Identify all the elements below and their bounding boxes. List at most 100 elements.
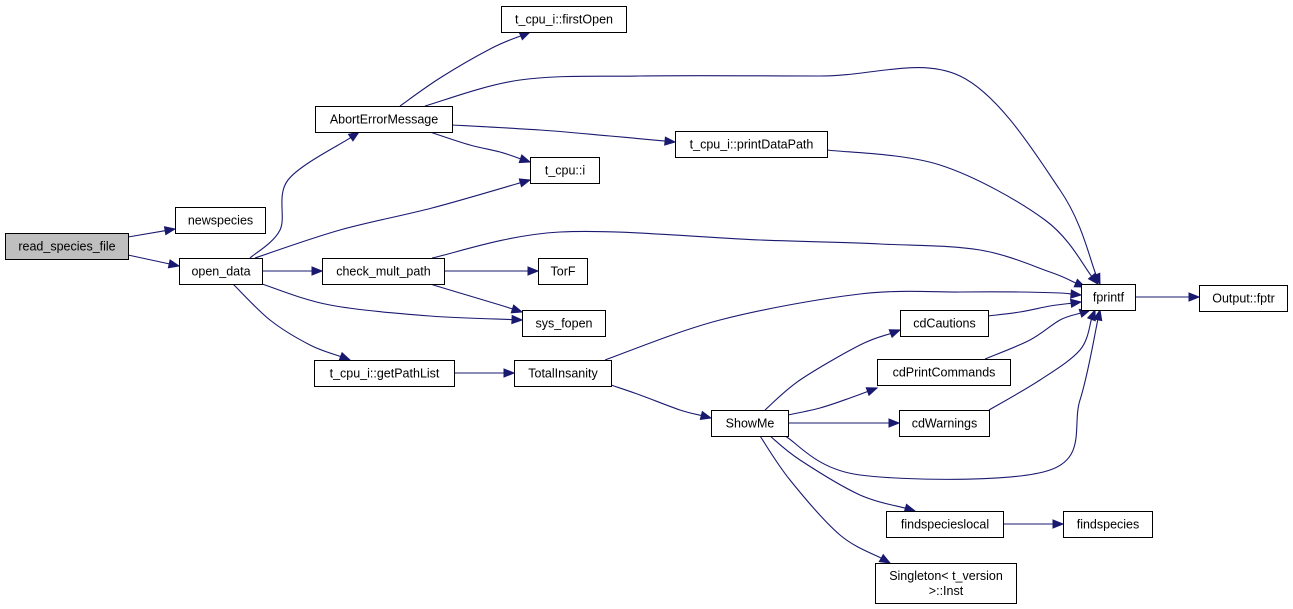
arrowhead bbox=[1069, 298, 1083, 309]
node-box bbox=[514, 360, 612, 387]
edge-line bbox=[451, 124, 666, 142]
node-box bbox=[5, 233, 129, 260]
node-newspecies[interactable]: newspecies bbox=[175, 207, 266, 234]
node-getPathList[interactable]: t_cpu_i::getPathList bbox=[314, 360, 455, 387]
node-open_data[interactable]: open_data bbox=[179, 258, 263, 285]
edge-line bbox=[429, 283, 513, 310]
node-label: cdPrintCommands bbox=[893, 366, 996, 380]
edge-line bbox=[261, 283, 513, 321]
edge-AbortErrorMessage-to-cpu_i bbox=[429, 131, 532, 164]
edge-findspecieslocal-to-findspecies bbox=[1003, 519, 1065, 529]
edge-open_data-to-getPathList bbox=[232, 283, 352, 361]
edge-line bbox=[232, 283, 341, 358]
node-ShowMe[interactable]: ShowMe bbox=[711, 410, 789, 437]
arrowhead bbox=[888, 418, 901, 428]
edge-line bbox=[759, 435, 882, 559]
arrowhead bbox=[1086, 308, 1096, 322]
edge-cdWarnings-to-fprintf bbox=[988, 308, 1096, 411]
arrowhead bbox=[527, 266, 540, 276]
edge-line bbox=[987, 302, 1072, 317]
node-label: t_cpu_i::getPathList bbox=[330, 367, 440, 381]
arrowhead bbox=[699, 410, 713, 420]
edge-cdCautions-to-fprintf bbox=[987, 298, 1083, 317]
edge-ShowMe-to-cdWarnings bbox=[788, 418, 901, 428]
edge-fprintf-to-fptr bbox=[1135, 292, 1201, 302]
node-box bbox=[875, 563, 1017, 604]
node-cdCautions[interactable]: cdCautions bbox=[900, 310, 989, 337]
node-box bbox=[314, 360, 455, 387]
arrowhead bbox=[664, 136, 677, 146]
edge-line bbox=[127, 230, 166, 238]
node-label: TorF bbox=[551, 265, 576, 279]
node-box bbox=[538, 258, 588, 285]
node-label: AbortErrorMessage bbox=[330, 113, 438, 127]
edge-check_mult_path-to-TorF bbox=[444, 266, 540, 276]
node-box bbox=[711, 410, 789, 437]
node-fptr[interactable]: Output::fptr bbox=[1199, 285, 1288, 312]
edge-check_mult_path-to-fprintf bbox=[431, 230, 1087, 288]
edge-AbortErrorMessage-to-fprintf bbox=[424, 67, 1101, 286]
edge-AbortErrorMessage-to-firstOpen bbox=[399, 31, 532, 107]
node-SingletonInst[interactable]: Singleton< t_version>::Inst bbox=[875, 563, 1017, 604]
node-printDataPath[interactable]: t_cpu_i::printDataPath bbox=[675, 131, 828, 158]
arrowhead bbox=[311, 266, 324, 276]
node-label: cdCautions bbox=[913, 317, 976, 331]
edge-line bbox=[399, 35, 521, 107]
node-box bbox=[501, 6, 627, 33]
node-label: newspecies bbox=[188, 214, 253, 228]
node-box bbox=[322, 258, 445, 285]
arrowhead bbox=[163, 226, 177, 236]
node-fprintf[interactable]: fprintf bbox=[1081, 284, 1136, 311]
arrowhead bbox=[511, 314, 524, 325]
node-label: Singleton< t_version bbox=[889, 569, 1003, 583]
edge-line bbox=[984, 312, 1081, 360]
edge-getPathList-to-TotalInsanity bbox=[454, 368, 516, 378]
arrowhead bbox=[1093, 308, 1103, 322]
node-cpu_i[interactable]: t_cpu::i bbox=[530, 157, 600, 184]
node-findspecies[interactable]: findspecies bbox=[1063, 511, 1153, 538]
edge-line bbox=[429, 131, 521, 160]
edge-ShowMe-to-findspecieslocal bbox=[769, 435, 917, 513]
arrowhead bbox=[338, 351, 352, 361]
node-box bbox=[315, 106, 453, 133]
arrowhead bbox=[167, 259, 181, 269]
edge-line bbox=[424, 67, 1097, 276]
node-label: fprintf bbox=[1093, 291, 1125, 305]
edge-open_data-to-sys_fopen bbox=[261, 283, 524, 325]
edge-line bbox=[610, 384, 702, 417]
node-read_species_file[interactable]: read_species_file bbox=[5, 233, 129, 260]
arrowhead bbox=[518, 178, 532, 188]
arrowhead bbox=[503, 368, 516, 378]
edge-line bbox=[249, 137, 352, 259]
node-sys_fopen[interactable]: sys_fopen bbox=[522, 310, 606, 337]
edge-line bbox=[764, 332, 891, 411]
node-cdWarnings[interactable]: cdWarnings bbox=[899, 410, 990, 437]
arrowhead bbox=[1087, 272, 1099, 286]
node-firstOpen[interactable]: t_cpu_i::firstOpen bbox=[501, 6, 627, 33]
arrowhead bbox=[878, 553, 892, 564]
node-label: open_data bbox=[191, 265, 250, 279]
edge-open_data-to-check_mult_path bbox=[262, 266, 324, 276]
node-TorF[interactable]: TorF bbox=[538, 258, 588, 285]
node-cdPrintCommands[interactable]: cdPrintCommands bbox=[877, 359, 1011, 386]
edge-printDataPath-to-fprintf bbox=[826, 149, 1099, 286]
arrowhead bbox=[1070, 289, 1083, 299]
edge-read_species_file-to-open_data bbox=[127, 254, 181, 269]
node-AbortErrorMessage[interactable]: AbortErrorMessage bbox=[315, 106, 453, 133]
edge-line bbox=[604, 290, 1072, 361]
arrowhead bbox=[510, 304, 524, 314]
call-graph-edges bbox=[127, 31, 1201, 564]
edge-ShowMe-to-SingletonInst bbox=[759, 435, 892, 564]
node-label: t_cpu_i::printDataPath bbox=[690, 138, 814, 152]
node-label: read_species_file bbox=[18, 240, 115, 254]
node-label: t_cpu_i::firstOpen bbox=[515, 13, 613, 27]
node-check_mult_path[interactable]: check_mult_path bbox=[322, 258, 445, 285]
edge-check_mult_path-to-sys_fopen bbox=[429, 283, 524, 314]
edge-TotalInsanity-to-fprintf bbox=[604, 289, 1083, 361]
node-box bbox=[175, 207, 266, 234]
node-TotalInsanity[interactable]: TotalInsanity bbox=[514, 360, 612, 387]
edge-ShowMe-to-cdPrintCommands bbox=[787, 387, 879, 416]
node-findspecieslocal[interactable]: findspecieslocal bbox=[886, 511, 1004, 538]
node-box bbox=[675, 131, 828, 158]
